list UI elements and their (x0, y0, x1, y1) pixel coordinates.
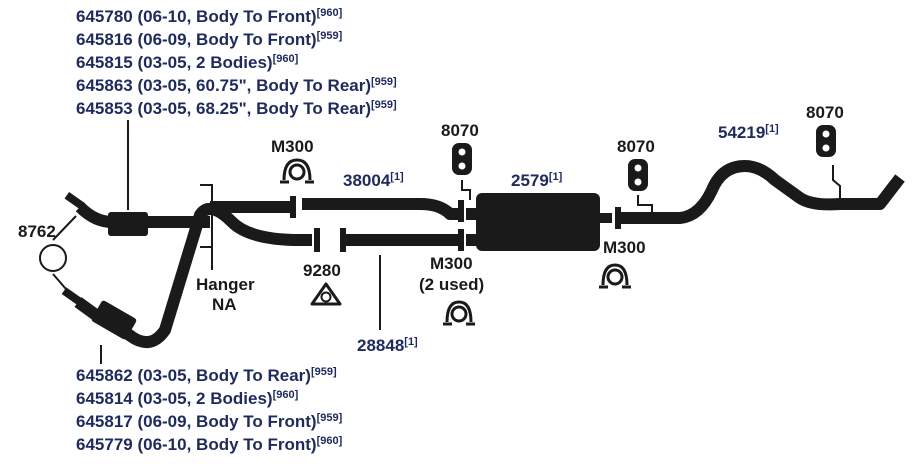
hanger-8070-b-rod (637, 195, 653, 213)
clamp-right-label: M300 (603, 238, 646, 257)
bottom-part-2: 645814 (03-05, 2 Bodies)[960] (76, 389, 299, 408)
muffler-outlet-stub (600, 213, 612, 223)
clamp-right-icon (599, 263, 631, 289)
clamp-mid-label-line1: M300 (430, 254, 473, 273)
hanger-8070-c-icon (816, 125, 836, 157)
pipe-38004-label: 38004[1] (343, 171, 404, 190)
hanger-bracket (200, 184, 213, 248)
upper-joint (290, 196, 296, 218)
upper-inlet-pipe (75, 202, 113, 228)
lower-converter (91, 300, 137, 340)
bottom-part-4: 645779 (06-10, Body To Front)[960] (76, 435, 343, 454)
upper-flange (64, 191, 86, 211)
y-pipe-assembly (61, 191, 301, 348)
bottom-part-3: 645817 (06-09, Body To Front)[959] (76, 412, 343, 431)
pipe-38004 (302, 198, 460, 220)
gasket-leader-top (52, 215, 77, 241)
tailpipe-joint (615, 207, 621, 229)
muffler-inlet-joint-upper (458, 200, 464, 222)
top-part-2: 645816 (06-09, Body To Front)[959] (76, 30, 343, 49)
hanger-8070-c-rod (832, 165, 841, 200)
hanger-label-line1: Hanger (196, 275, 255, 294)
gasket-8762-label: 8762 (18, 222, 56, 241)
pipe-28848-label: 28848[1] (357, 336, 418, 355)
bottom-part-list: 645862 (03-05, Body To Rear)[959] 645814… (76, 366, 343, 454)
upper-converter (108, 212, 148, 236)
hanger-8070-a-rod (461, 180, 471, 200)
muffler-2579 (476, 193, 600, 251)
clamp-top-label: M300 (271, 137, 314, 156)
top-part-1: 645780 (06-10, Body To Front)[960] (76, 7, 343, 26)
top-part-5: 645853 (03-05, 68.25", Body To Rear)[959… (76, 99, 397, 118)
flange-9280-icon (310, 282, 342, 306)
hanger-8070-a-label: 8070 (441, 121, 479, 140)
bottom-part-1: 645862 (03-05, Body To Rear)[959] (76, 366, 337, 385)
flange-9280-label: 9280 (303, 261, 341, 280)
hanger-8070-c-label: 8070 (806, 103, 844, 122)
hanger-8070-b-label: 8070 (617, 137, 655, 156)
muffler-inlet-joint-lower (458, 229, 464, 251)
top-part-3: 645815 (03-05, 2 Bodies)[960] (76, 53, 299, 72)
top-part-4: 645863 (03-05, 60.75", Body To Rear)[959… (76, 76, 397, 95)
clamp-top-icon (280, 158, 314, 184)
hanger-label-line2: NA (212, 295, 237, 314)
clamp-mid-label-line2: (2 used) (419, 275, 484, 294)
muffler-2579-label: 2579[1] (511, 171, 563, 190)
tailpipe-54219-label: 54219[1] (718, 123, 779, 142)
top-part-list: 645780 (06-10, Body To Front)[960] 64581… (76, 7, 397, 118)
flange-9280-joint-a (314, 228, 320, 252)
flange-9280-joint-b (340, 228, 346, 252)
gasket-8762-icon (39, 244, 67, 272)
hanger-8070-b-icon (628, 159, 648, 191)
clamp-mid-icon (443, 300, 475, 326)
tailpipe-54219 (621, 160, 905, 224)
hanger-8070-a-icon (452, 143, 472, 175)
